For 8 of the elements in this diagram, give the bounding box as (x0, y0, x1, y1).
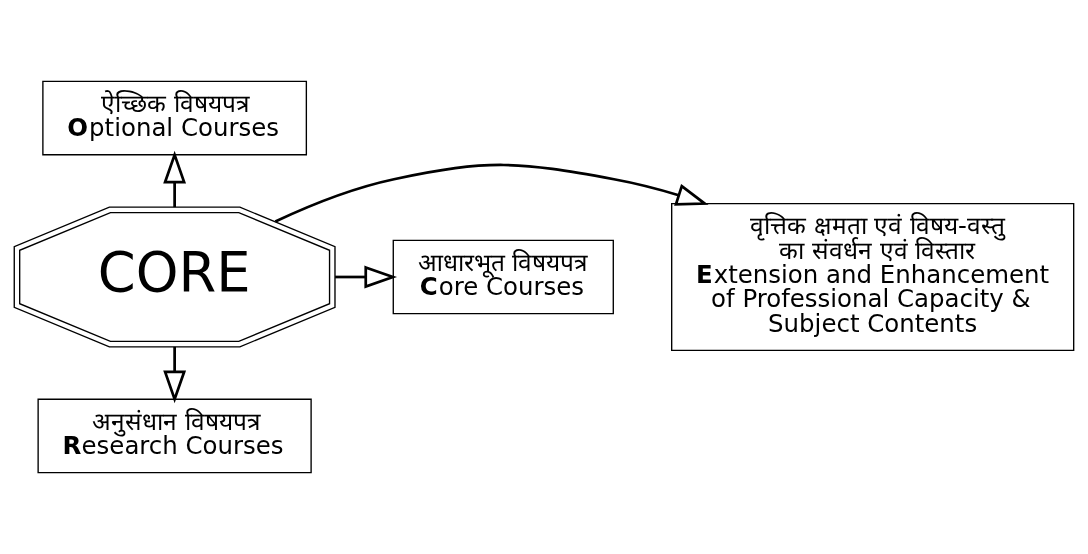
node-box: अनुसंधान विषयपत्र Research Courses (37, 398, 312, 474)
node-box: ऐच्छिक विषयपत्र Optional Courses (42, 80, 308, 156)
arrow (163, 150, 187, 208)
arrow (335, 265, 398, 289)
arrow (163, 346, 187, 404)
node-box: आधारभूत विषयपत्र Core Courses (392, 239, 614, 315)
arrow (274, 163, 709, 223)
node-box: वृत्तिक क्षमता एवं विषय-वस्तु का संवर्धन एवं विस्तार Extension and Enhancement of Professional Capacity & Subject Contents (671, 203, 1075, 351)
